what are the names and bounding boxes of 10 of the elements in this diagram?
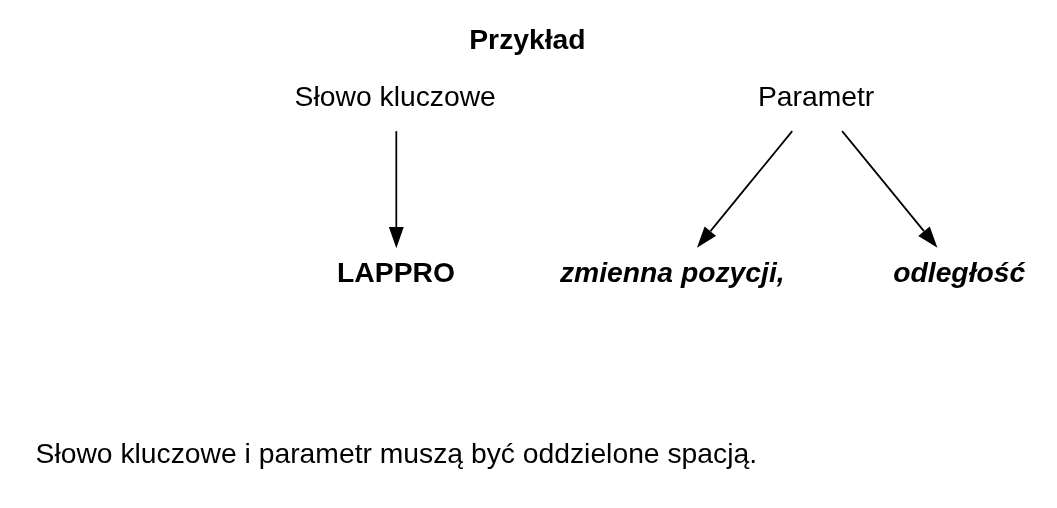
arrow [388,129,404,248]
node-text: Parametr [757,79,875,112]
node-text: LAPPRO [337,255,455,288]
diagram-title: Przykład [469,22,586,55]
arrow [696,129,794,248]
node-text: Słowo kluczowe [294,79,496,112]
node-text: zmienna pozycji, [559,255,785,288]
arrow [841,129,938,248]
label: Słowo kluczowe i parametr muszą być oddzielone spacją. [35,436,758,469]
node-text: odległość [893,255,1026,288]
